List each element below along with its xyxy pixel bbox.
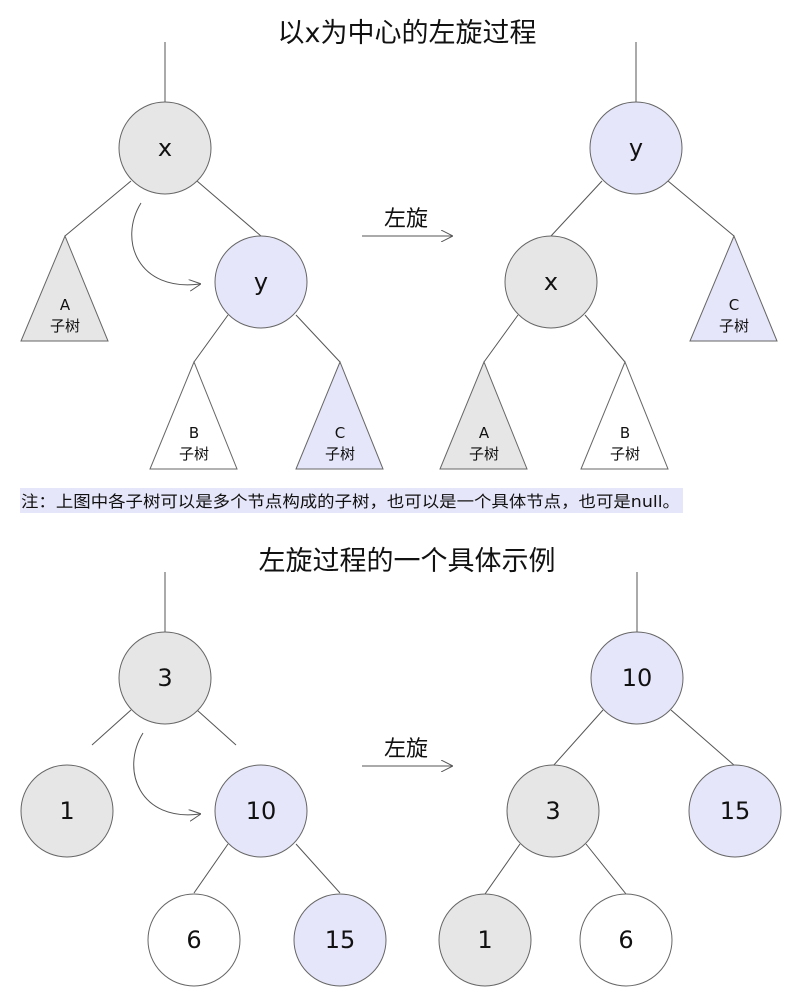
node-15	[293, 893, 387, 987]
node-3	[506, 764, 600, 858]
top-after-tree: y x C 子树 A 子树 B 子树	[439, 42, 778, 470]
subtree-a-label: 子树	[469, 445, 499, 463]
subtree-c	[689, 234, 778, 342]
edge-x-b	[584, 314, 626, 363]
bottom-arrow-label: 左旋	[384, 737, 428, 762]
edge-3-6	[585, 843, 627, 895]
node-6	[147, 893, 241, 987]
node-1	[20, 764, 114, 858]
subtree-c-label: 子树	[325, 445, 355, 463]
bottom-title: 左旋过程的一个具体示例	[259, 546, 556, 577]
subtree-c	[295, 360, 384, 470]
node-3	[118, 631, 212, 725]
edge-y-b	[193, 314, 229, 363]
node-y-label: y	[629, 134, 643, 162]
node-3-label: 3	[545, 797, 560, 825]
node-1	[438, 893, 532, 987]
top-arrow-label: 左旋	[384, 207, 428, 232]
subtree-b-name: B	[620, 424, 630, 442]
bottom-before-tree: 3 1 10 6 15	[20, 572, 387, 987]
top-title: 以x为中心的左旋过程	[278, 18, 537, 49]
edge-3-1	[91, 709, 132, 746]
edge-x-y	[196, 180, 262, 237]
note: 注：上图中各子树可以是多个节点构成的子树，也可以是一个具体节点，也可是null。	[20, 488, 683, 513]
node-6-label: 6	[618, 926, 633, 954]
node-6-label: 6	[186, 926, 201, 954]
node-y	[214, 235, 308, 329]
node-10-label: 10	[246, 797, 277, 825]
note-background	[20, 488, 683, 513]
top-section: 以x为中心的左旋过程 x y A 子树 B 子树 C 子树 左旋	[20, 18, 778, 470]
edge-y-c	[667, 180, 735, 237]
subtree-b	[580, 360, 669, 470]
edge-10-6	[193, 843, 229, 894]
subtree-a-name: A	[479, 424, 490, 442]
node-10	[590, 631, 684, 725]
top-rotate-arrow: 左旋	[362, 207, 452, 236]
node-x-label: x	[544, 268, 558, 296]
node-15	[688, 764, 782, 858]
node-1-label: 1	[477, 926, 492, 954]
subtree-a-label: 子树	[50, 317, 80, 335]
node-15-label: 15	[720, 797, 751, 825]
subtree-b-name: B	[189, 424, 199, 442]
node-6	[579, 893, 673, 987]
rotation-curve-arrow	[133, 732, 200, 815]
node-15-label: 15	[325, 926, 356, 954]
bottom-after-tree: 10 3 15 1 6	[438, 572, 782, 987]
node-10	[214, 764, 308, 858]
rotation-curve-arrow	[131, 202, 200, 285]
edge-3-1	[484, 843, 521, 895]
edge-10-15	[670, 709, 736, 767]
subtree-b-label: 子树	[610, 445, 640, 463]
node-x	[118, 101, 212, 195]
edge-x-a	[483, 314, 519, 363]
node-x	[504, 235, 598, 329]
subtree-c-name: C	[729, 296, 739, 314]
subtree-a	[439, 360, 528, 470]
edge-10-15	[295, 843, 341, 894]
bottom-rotate-arrow: 左旋	[362, 737, 452, 766]
node-y	[589, 101, 683, 195]
top-before-tree: x y A 子树 B 子树 C 子树	[20, 42, 384, 470]
edge-x-a	[64, 180, 132, 237]
edge-y-c	[295, 314, 341, 363]
edge-10-3	[552, 709, 604, 767]
subtree-a	[20, 234, 109, 342]
bottom-section: 左旋过程的一个具体示例 3 1 10 6 15 左旋	[20, 546, 782, 987]
node-y-label: y	[254, 268, 268, 296]
node-3-label: 3	[157, 664, 172, 692]
subtree-a-name: A	[60, 296, 71, 314]
subtree-c-name: C	[335, 424, 345, 442]
note-text: 注：上图中各子树可以是多个节点构成的子树，也可以是一个具体节点，也可是null。	[21, 492, 680, 511]
subtree-b	[149, 360, 238, 470]
node-10-label: 10	[622, 664, 653, 692]
node-1-label: 1	[59, 797, 74, 825]
subtree-b-label: 子树	[179, 445, 209, 463]
subtree-c-label: 子树	[719, 317, 749, 335]
edge-3-10	[196, 709, 237, 746]
node-x-label: x	[158, 134, 172, 162]
edge-y-x	[550, 180, 603, 237]
